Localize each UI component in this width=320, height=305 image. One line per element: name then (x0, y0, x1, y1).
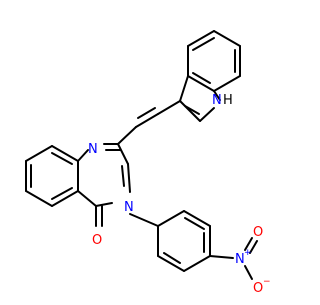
bond-double-inner (137, 107, 156, 119)
carbonyl-o-label: O (92, 233, 102, 248)
quinazoline-n1-label: N (88, 142, 98, 157)
bond (157, 100, 181, 115)
bond (183, 255, 211, 272)
bond-double-inner (184, 105, 200, 115)
bond (209, 255, 234, 259)
background (0, 0, 300, 300)
bond (51, 190, 79, 207)
nitro-o-charge: − (263, 277, 271, 287)
nitro-o-bottom-label: O (253, 281, 263, 296)
bond (187, 75, 215, 92)
bond (135, 113, 159, 128)
bond-double-inner (192, 72, 211, 84)
bond-double-inner (184, 217, 205, 230)
bond (213, 90, 221, 101)
nitro-n-charge: + (244, 248, 252, 258)
bond (127, 163, 131, 193)
bond (179, 100, 201, 122)
bond (213, 30, 241, 47)
bond (213, 75, 241, 92)
molecule-diagram: N H N N O N + O O − (0, 0, 300, 300)
bond-double-inner (163, 252, 181, 264)
bond (77, 190, 97, 207)
bond-double-inner (249, 240, 258, 254)
bond-double-inner (121, 165, 125, 187)
bonds (25, 30, 258, 280)
bond (117, 143, 129, 165)
indole-h-label: H (223, 93, 233, 108)
nitro-o-top-label: O (253, 225, 263, 240)
bond (77, 149, 89, 162)
bond-double-inner (192, 37, 215, 51)
bond (51, 145, 79, 162)
bond (95, 202, 113, 207)
bond-double-inner (51, 187, 73, 200)
bond (244, 237, 253, 251)
nitro-n-label: N (235, 252, 245, 267)
indole-n-label: N (212, 93, 222, 108)
structure-canvas: N H N N O N + O O − (0, 0, 300, 300)
bond (157, 210, 185, 227)
bond (25, 190, 53, 207)
bond (117, 126, 137, 145)
quinazoline-n3-label: N (124, 200, 134, 215)
bond (129, 213, 159, 227)
bond (179, 75, 189, 102)
bond (25, 145, 53, 162)
bond (244, 265, 253, 280)
bond (187, 30, 215, 47)
bond (183, 210, 211, 227)
bond-double-inner (51, 152, 73, 165)
bond (157, 255, 185, 272)
atom-labels: N H N N O N + O O − (88, 93, 271, 296)
bond (199, 107, 215, 122)
